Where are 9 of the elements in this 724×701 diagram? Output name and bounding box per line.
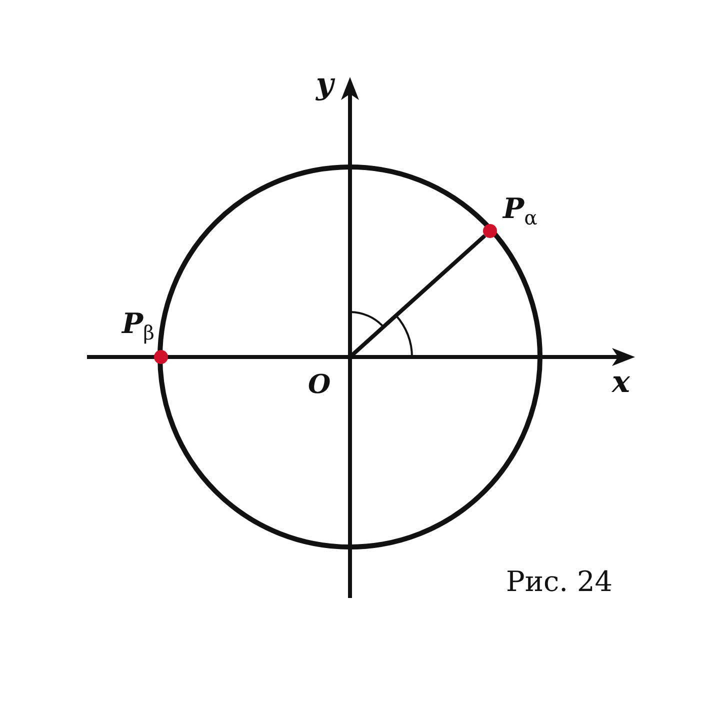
axis-label: y [316, 70, 334, 100]
radius-line [350, 234, 486, 356]
point-label: O [308, 372, 331, 398]
point-dot [154, 350, 168, 364]
point-label: P$_{β}$ [122, 310, 154, 344]
figure-caption: Рис. 24 [506, 568, 613, 596]
point-dot [483, 224, 497, 238]
point-label: P$_{α}$ [503, 195, 538, 228]
axis-label: x [612, 368, 630, 398]
